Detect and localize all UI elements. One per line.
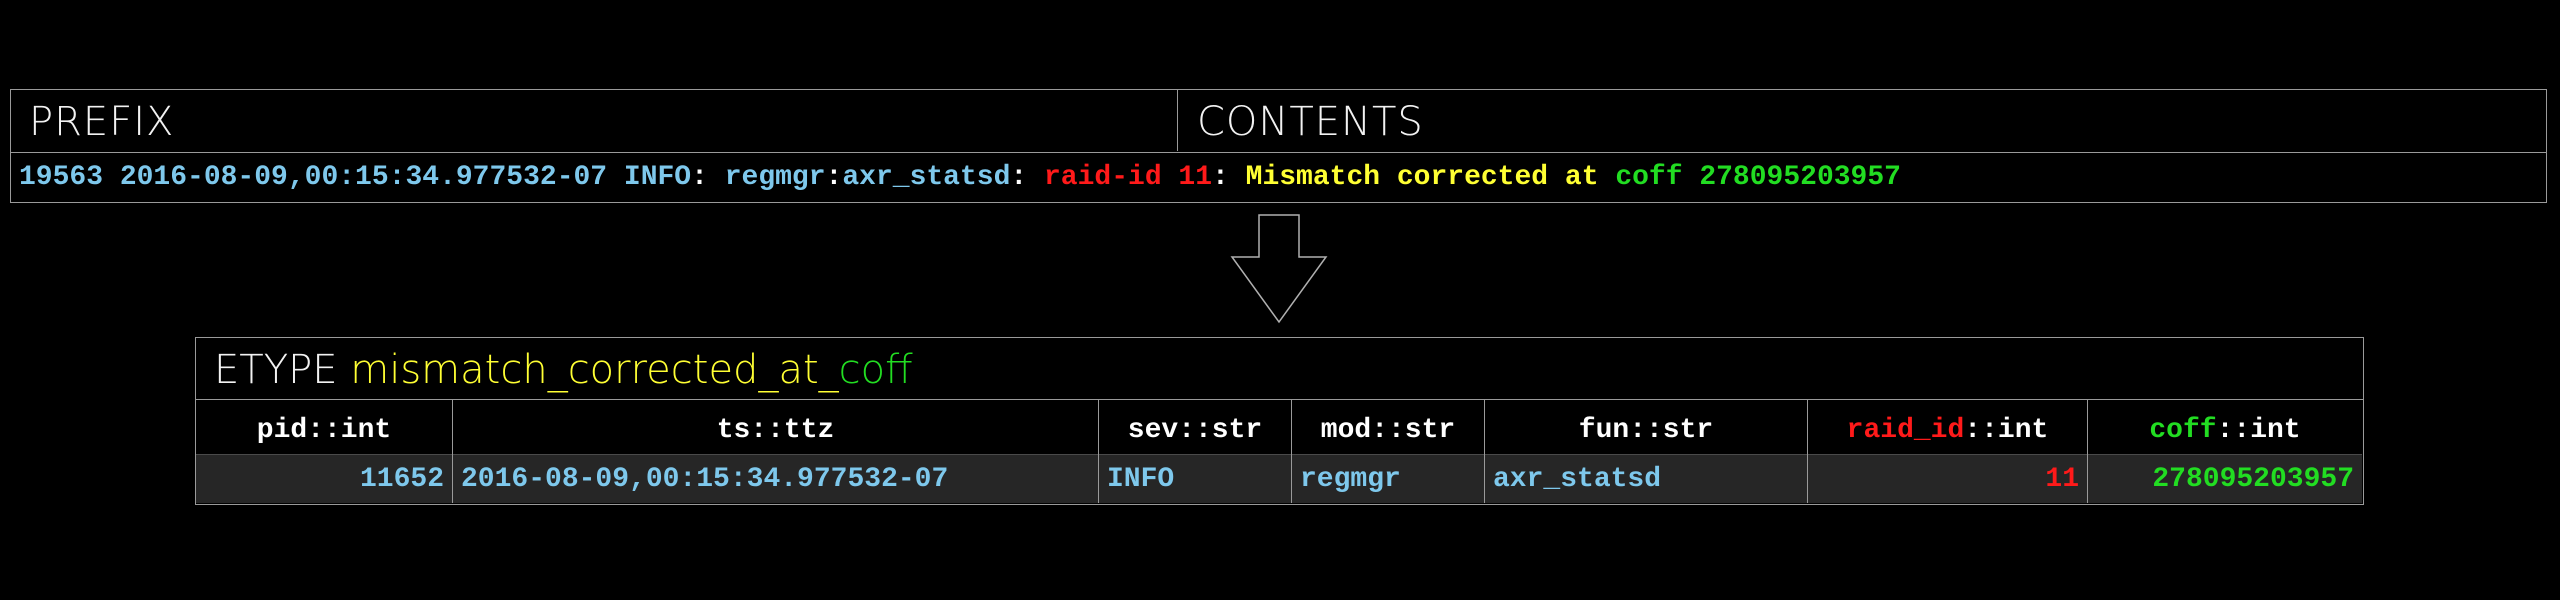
column-type: ::ttz: [750, 415, 835, 446]
column-value: 11: [1808, 454, 2087, 503]
column-name: ts: [716, 415, 751, 446]
raw-log-table: PREFIX CONTENTS 19563 2016-08-09,00:15:3…: [10, 89, 2547, 203]
log-segment: :: [691, 162, 725, 193]
column-header: fun::str: [1485, 400, 1807, 454]
column-header: coff::int: [2088, 400, 2362, 454]
column-header: mod::str: [1292, 400, 1484, 454]
log-segment: raid-id 11: [1044, 162, 1213, 193]
log-segment: regmgr: [724, 162, 826, 193]
column-value: INFO: [1099, 454, 1291, 503]
column-type: ::int: [2216, 415, 2301, 446]
column-header: raid_id::int: [1808, 400, 2087, 454]
column-header: sev::str: [1099, 400, 1291, 454]
column-value: regmgr: [1292, 454, 1484, 503]
log-segment: coff 278095203957: [1615, 162, 1901, 193]
column-name: pid: [256, 415, 308, 446]
column-header: ts::ttz: [453, 400, 1098, 454]
column-name: raid_id: [1846, 415, 1965, 446]
log-segment: :: [1010, 162, 1044, 193]
etype-title: ETYPE mismatch_corrected_at_coff: [196, 338, 2363, 400]
column-value: 11652: [196, 454, 452, 503]
column-header: pid::int: [196, 400, 452, 454]
log-segment: 19563 2016-08-09,00:15:34.977532-07 INFO: [19, 162, 692, 193]
column-value: axr_statsd: [1485, 454, 1807, 503]
log-segment: Mismatch corrected at: [1245, 162, 1616, 193]
raw-log-line: 19563 2016-08-09,00:15:34.977532-07 INFO…: [19, 154, 1901, 202]
column-value: 278095203957: [2088, 454, 2362, 503]
column-type: ::int: [1964, 415, 2049, 446]
etype-name-suffix: coff: [838, 347, 913, 393]
column-value: 2016-08-09,00:15:34.977532-07: [453, 454, 1098, 503]
etype-name: mismatch_corrected_at_coff: [350, 347, 912, 393]
column-type: ::str: [1178, 415, 1263, 446]
column-type: ::int: [307, 415, 392, 446]
column-name: coff: [2149, 415, 2217, 446]
log-segment: axr_statsd: [842, 162, 1011, 193]
column-type: ::str: [1371, 415, 1456, 446]
column-name: sev: [1127, 415, 1179, 446]
log-segment: :: [825, 162, 843, 193]
etype-name-main: mismatch_corrected_at_: [350, 347, 839, 393]
column-name: fun: [1578, 415, 1630, 446]
etype-table: ETYPE mismatch_corrected_at_coff pid::in…: [195, 337, 2364, 505]
header-divider: [1177, 90, 1178, 151]
prefix-header: PREFIX: [29, 99, 175, 145]
column-name: mod: [1320, 415, 1372, 446]
log-segment: :: [1212, 162, 1246, 193]
contents-header: CONTENTS: [1197, 99, 1424, 145]
down-arrow-icon: [1230, 214, 1328, 324]
etype-label: ETYPE: [214, 347, 338, 393]
raw-log-header-row: PREFIX CONTENTS: [11, 90, 2546, 153]
column-type: ::str: [1629, 415, 1714, 446]
